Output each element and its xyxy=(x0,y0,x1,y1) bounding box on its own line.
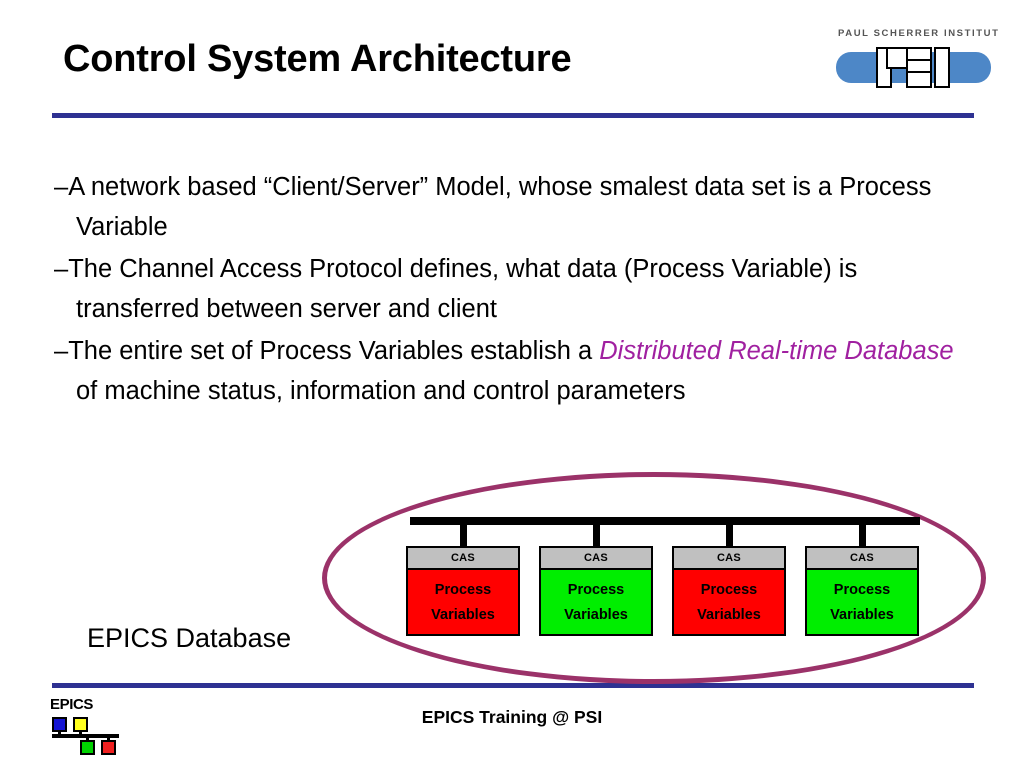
cas-node-body: Process Variables xyxy=(807,570,917,634)
bullet-text: The Channel Access Protocol defines, wha… xyxy=(68,255,858,323)
bus-drop-4 xyxy=(859,525,866,547)
cas-node-line2: Variables xyxy=(830,606,894,623)
epics-logo-stem-2 xyxy=(79,730,82,736)
list-item: –A network based “Client/Server” Model, … xyxy=(54,167,974,247)
epics-logo-stem-4 xyxy=(107,736,110,742)
bullet-emphasis-text: Distributed Real-time Database xyxy=(599,337,954,365)
bullet-text: The entire set of Process Variables esta… xyxy=(68,337,600,365)
bullet-list: –A network based “Client/Server” Model, … xyxy=(54,167,974,413)
network-bus-line xyxy=(410,517,920,525)
epics-database-label: EPICS Database xyxy=(87,623,292,653)
footer-divider xyxy=(52,683,974,688)
epics-logo-bus-line xyxy=(52,734,119,738)
cas-node-header: CAS xyxy=(408,548,518,570)
psi-letter-i-stem xyxy=(934,47,950,88)
cas-node-line1: Process xyxy=(833,581,891,598)
cas-node-line2: Variables xyxy=(431,606,495,623)
cas-node-3: CAS Process Variables xyxy=(672,546,786,636)
footer-title: EPICS Training @ PSI xyxy=(421,707,603,727)
grouping-ellipse xyxy=(322,472,986,684)
cas-node-line2: Variables xyxy=(697,606,761,623)
epics-logo-text: EPICS xyxy=(50,696,94,713)
page-title: Control System Architecture xyxy=(63,38,572,80)
bus-drop-1 xyxy=(460,525,467,547)
bus-drop-2 xyxy=(593,525,600,547)
psi-letter-s-bot xyxy=(906,71,932,88)
psi-logo-letters-icon xyxy=(876,47,956,88)
cas-node-1: CAS Process Variables xyxy=(406,546,520,636)
bus-drop-3 xyxy=(726,525,733,547)
epics-logo-square-red xyxy=(101,740,116,755)
bullet-dash: – xyxy=(54,337,69,365)
cas-node-line1: Process xyxy=(700,581,758,598)
title-divider xyxy=(52,113,974,118)
epics-logo-stem-3 xyxy=(86,736,89,742)
epics-logo-square-yellow xyxy=(73,717,88,732)
cas-node-line2: Variables xyxy=(564,606,628,623)
list-item: –The entire set of Process Variables est… xyxy=(54,331,974,411)
cas-node-2: CAS Process Variables xyxy=(539,546,653,636)
cas-node-line1: Process xyxy=(434,581,492,598)
psi-logo-wordmark: PAUL SCHERRER INSTITUT xyxy=(838,28,1000,39)
cas-node-body: Process Variables xyxy=(541,570,651,634)
cas-node-header: CAS xyxy=(541,548,651,570)
epics-logo-square-green xyxy=(80,740,95,755)
bullet-dash: – xyxy=(54,173,69,201)
cas-node-4: CAS Process Variables xyxy=(805,546,919,636)
cas-node-line1: Process xyxy=(567,581,625,598)
list-item: –The Channel Access Protocol defines, wh… xyxy=(54,249,974,329)
psi-letter-p-bowl xyxy=(886,47,908,69)
cas-node-body: Process Variables xyxy=(408,570,518,634)
psi-logo: PAUL SCHERRER INSTITUT xyxy=(832,28,1000,90)
bullet-text: of machine status, information and contr… xyxy=(76,377,686,405)
epics-logo-stem-1 xyxy=(58,730,61,736)
cas-node-body: Process Variables xyxy=(674,570,784,634)
cas-node-header: CAS xyxy=(674,548,784,570)
bullet-text: A network based “Client/Server” Model, w… xyxy=(68,173,932,241)
cas-node-header: CAS xyxy=(807,548,917,570)
epics-logo: EPICS xyxy=(50,696,142,758)
epics-database-diagram: CAS Process Variables CAS Process Variab… xyxy=(318,466,990,690)
epics-logo-square-blue xyxy=(52,717,67,732)
bullet-dash: – xyxy=(54,255,69,283)
